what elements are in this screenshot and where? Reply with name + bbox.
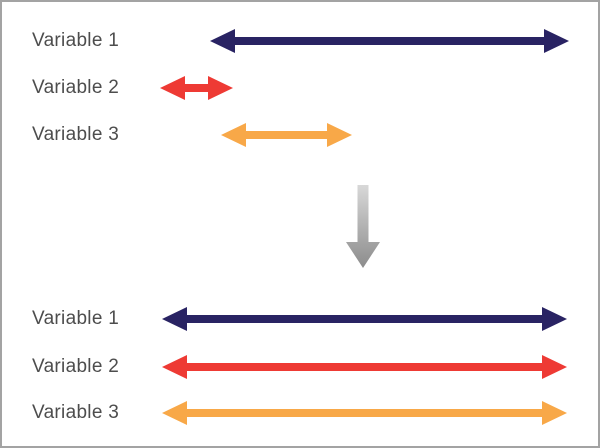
arrow-shaft [187, 315, 542, 323]
range-arrow [162, 401, 567, 425]
arrow-left-head-icon [162, 401, 187, 425]
arrow-left-head-icon [221, 123, 246, 147]
arrow-right-head-icon [544, 29, 569, 53]
variable-row: Variable 3 [2, 398, 598, 428]
range-arrow [160, 76, 233, 100]
range-arrow [162, 355, 567, 379]
variable-label: Variable 1 [32, 308, 120, 329]
arrow-shaft [187, 363, 542, 371]
variable-label: Variable 1 [32, 30, 120, 51]
arrow-shaft [187, 409, 542, 417]
arrow-shaft [185, 84, 208, 92]
variable-label: Variable 3 [32, 402, 120, 423]
arrow-shaft [246, 131, 327, 139]
variable-row: Variable 1 [2, 304, 598, 334]
range-arrow [210, 29, 569, 53]
arrow-right-head-icon [542, 307, 567, 331]
arrow-shaft [235, 37, 544, 45]
down-arrow-icon [346, 185, 380, 268]
arrow-right-head-icon [327, 123, 352, 147]
variable-row: Variable 3 [2, 120, 598, 150]
arrow-left-head-icon [160, 76, 185, 100]
variable-row: Variable 2 [2, 73, 598, 103]
arrow-left-head-icon [210, 29, 235, 53]
range-arrow [221, 123, 352, 147]
arrow-right-head-icon [542, 355, 567, 379]
variable-label: Variable 2 [32, 77, 120, 98]
variable-row: Variable 1 [2, 26, 598, 56]
range-arrow [162, 307, 567, 331]
variable-row: Variable 2 [2, 352, 598, 382]
arrow-right-head-icon [208, 76, 233, 100]
variable-label: Variable 2 [32, 356, 120, 377]
arrow-left-head-icon [162, 307, 187, 331]
arrow-left-head-icon [162, 355, 187, 379]
arrow-right-head-icon [542, 401, 567, 425]
variable-label: Variable 3 [32, 124, 120, 145]
